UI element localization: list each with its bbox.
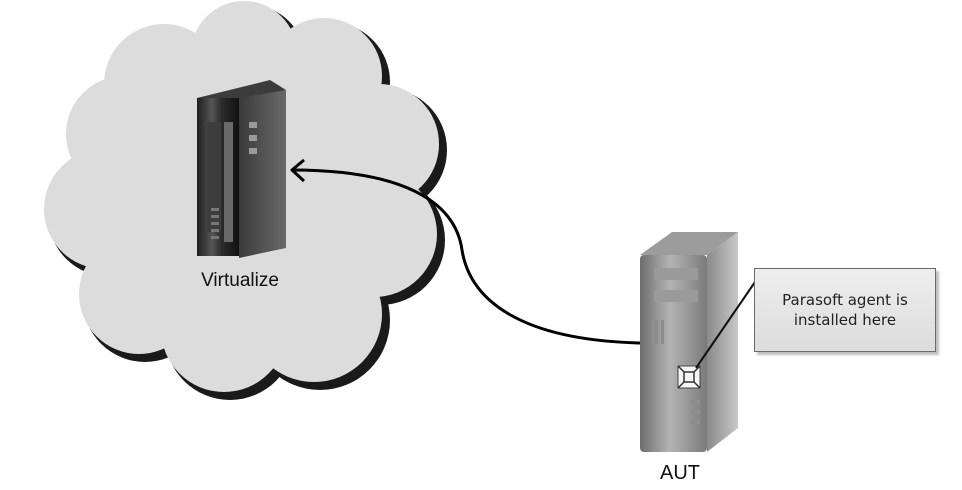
arrow-connector bbox=[290, 158, 641, 345]
virtualize-label: Virtualize bbox=[201, 270, 279, 291]
agent-icon bbox=[677, 365, 701, 389]
aut-label: AUT bbox=[660, 462, 700, 484]
callout-text: Parasoft agent is installed here bbox=[782, 291, 908, 329]
callout-box: Parasoft agent is installed here bbox=[754, 268, 936, 352]
callout-pointer bbox=[695, 281, 756, 369]
server-tower-icon bbox=[197, 80, 286, 258]
desktop-tower-icon bbox=[640, 232, 738, 452]
